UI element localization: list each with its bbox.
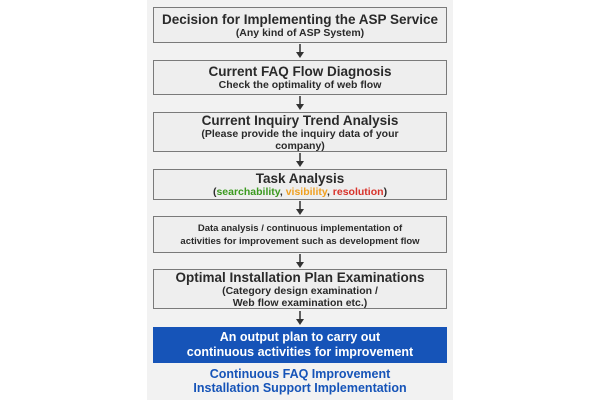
step-subtitle: (Any kind of ASP System) <box>235 26 365 39</box>
arrow-down-icon <box>296 254 304 268</box>
footer-caption: Continuous FAQ Improvement Installation … <box>147 367 453 395</box>
step-subtitle: (searchability, visibility, resolution) <box>213 186 387 198</box>
step-text-line2: activities for improvement such as devel… <box>180 235 420 247</box>
step-inquiry-trend-analysis: Current Inquiry Trend Analysis (Please p… <box>153 112 447 152</box>
paren-open: ( <box>212 186 217 198</box>
arrow-down-icon <box>296 311 304 325</box>
step-title: Current FAQ Flow Diagnosis <box>208 64 392 79</box>
keyword-visibility: visibility <box>285 186 327 198</box>
arrow-down-icon <box>296 201 304 215</box>
footer-line2: Installation Support Implementation <box>193 381 407 395</box>
arrow-down-icon <box>296 153 304 167</box>
step-subtitle-line2: company) <box>275 139 325 152</box>
step-task-analysis: Task Analysis (searchability, visibility… <box>153 169 447 200</box>
step-decision: Decision for Implementing the ASP Servic… <box>153 7 447 43</box>
step-subtitle-line1: (Category design examination / <box>222 284 378 297</box>
final-line1: An output plan to carry out <box>219 330 381 344</box>
step-faq-flow-diagnosis: Current FAQ Flow Diagnosis Check the opt… <box>153 60 447 95</box>
step-text-line1: Data analysis / continuous implementatio… <box>197 222 403 234</box>
keyword-searchability: searchability <box>216 186 280 198</box>
step-installation-plan: Optimal Installation Plan Examinations (… <box>153 269 447 309</box>
step-data-analysis: Data analysis / continuous implementatio… <box>153 216 447 253</box>
step-title: Current Inquiry Trend Analysis <box>201 112 399 128</box>
step-subtitle-line2: Web flow examination etc.) <box>232 296 368 309</box>
arrow-down-icon <box>296 44 304 58</box>
footer-line1: Continuous FAQ Improvement <box>209 367 391 381</box>
final-line2: continuous activities for improvement <box>186 345 414 359</box>
final-output-plan: An output plan to carry out continuous a… <box>153 327 447 363</box>
separator: , <box>326 186 333 198</box>
step-title: Task Analysis <box>255 171 345 186</box>
step-title: Optimal Installation Plan Examinations <box>175 269 425 285</box>
arrow-down-icon <box>296 96 304 110</box>
step-title: Decision for Implementing the ASP Servic… <box>161 11 439 27</box>
step-subtitle-line1: (Please provide the inquiry data of your <box>201 127 399 140</box>
step-subtitle: Check the optimality of web flow <box>218 79 382 91</box>
separator: , <box>279 186 286 198</box>
paren-close: ) <box>383 186 388 198</box>
keyword-resolution: resolution <box>332 186 384 198</box>
